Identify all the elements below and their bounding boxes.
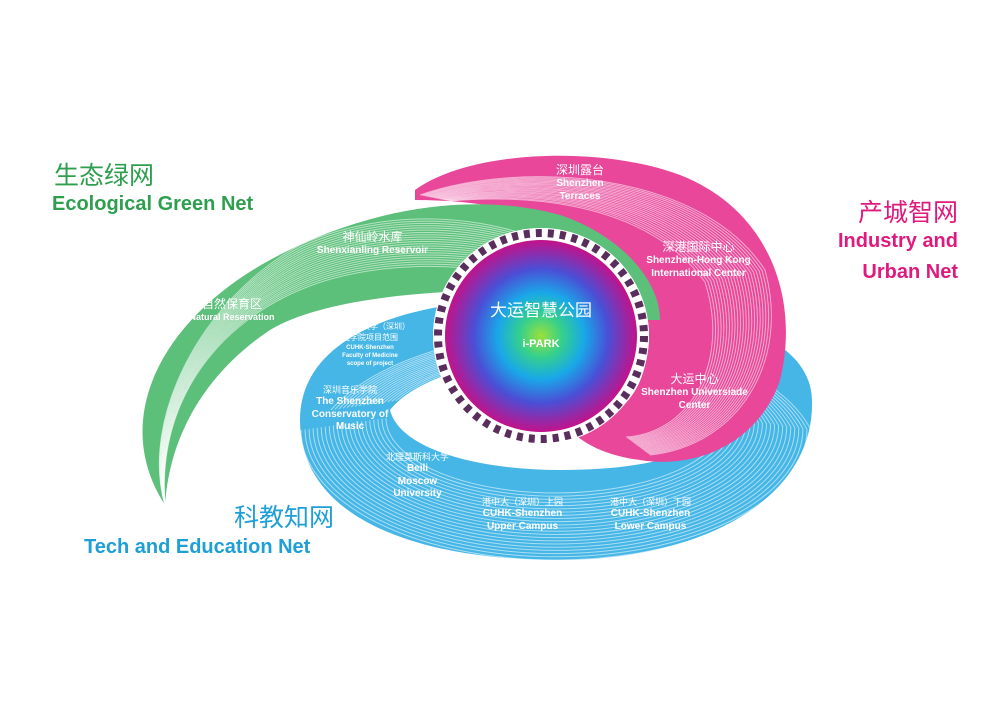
terraces-en-2: Terraces	[559, 190, 601, 202]
tech-net-cn-title: 科教知网	[234, 504, 335, 532]
cuhk-upper-en-1: CUHK-Shenzhen	[482, 508, 563, 520]
industry-band-stripe	[442, 193, 728, 442]
conservatory-en-2: Conservatory of	[311, 408, 389, 420]
shenxianling-en: Shenxianling Reservoir	[316, 245, 429, 256]
universiade-cn: 大运中心	[670, 372, 719, 386]
industry-net-cn-title: 产城智网	[858, 199, 959, 227]
cuhk-upper-cn: 港中大（深圳）上园	[481, 497, 563, 507]
industry-band-stripe	[447, 196, 719, 440]
industry-band-fill	[415, 155, 786, 462]
shenxianling-cn: 神仙岭水库	[342, 230, 403, 244]
industry-band-stripe	[445, 195, 722, 441]
conservatory-en-1: The Shenzhen	[316, 396, 384, 408]
conservatory-cn: 深圳音乐学院	[322, 385, 377, 395]
terraces-label: 深圳露台 Shenzhen Terraces	[540, 163, 620, 203]
natural-reservation-cn: 自然保育区	[201, 297, 262, 311]
cuhk-upper-label: 港中大（深圳）上园 CUHK-Shenzhen Upper Campus	[465, 497, 580, 533]
industry-band-stripe	[425, 180, 761, 453]
cuhk-medicine-en-1: CUHK-Shenzhen	[346, 344, 394, 351]
beili-en-2: Moscow	[397, 475, 438, 487]
ipark-cn-label: 大运智慧公园	[490, 301, 592, 320]
terraces-en-1: Shenzhen	[556, 178, 604, 189]
industry-band-stripe	[422, 178, 767, 454]
tech-net-en-title: Tech and Education Net	[84, 536, 311, 558]
conservatory-label: 深圳音乐学院 The Shenzhen Conservatory of Musi…	[290, 385, 410, 434]
industry-net-en-title-1: Industry and	[837, 230, 958, 252]
hk-center-en-1: Shenzhen-Hong Kong	[646, 255, 751, 266]
shenxianling-label: 神仙岭水库 Shenxianling Reservoir	[300, 230, 445, 258]
beili-en-3: University	[393, 488, 442, 500]
universiade-en-2: Center	[678, 399, 711, 411]
hk-center-cn: 深港国际中心	[662, 240, 735, 254]
industry-band-stripe	[419, 176, 772, 456]
cuhk-lower-en-2: Lower Campus	[614, 520, 687, 532]
industry-net-en-title-2: Urban Net	[862, 261, 958, 283]
industry-band-stripe	[438, 190, 736, 445]
cuhk-upper-en-2: Upper Campus	[486, 520, 559, 532]
conservatory-en-3: Music	[335, 421, 365, 433]
industry-band-stripe	[434, 187, 744, 447]
industry-band-stripe	[421, 177, 770, 455]
ipark-en-label: i-PARK	[522, 338, 560, 350]
beili-label: 北理莫斯科大学 Beili Moscow University	[370, 452, 465, 501]
industry-band-stripe	[448, 197, 716, 439]
beili-cn: 北理莫斯科大学	[385, 452, 449, 462]
natural-reservation-label: 自然保育区 Natural Reservation	[172, 297, 292, 323]
cuhk-medicine-label: 香港中文大学（深圳） 医学院项目范围 CUHK-Shenzhen Faculty…	[325, 322, 415, 368]
industry-band-stripe	[431, 185, 750, 449]
cuhk-medicine-cn-1: 香港中文大学（深圳）	[330, 322, 410, 331]
cuhk-medicine-en-3: scope of project	[346, 360, 394, 367]
hk-center-label: 深港国际中心 Shenzhen-Hong Kong International …	[626, 240, 771, 280]
industry-band-stripe	[449, 198, 714, 438]
universiade-label: 大运中心 Shenzhen Universiade Center	[622, 372, 767, 412]
industry-band-stripe	[424, 179, 764, 453]
green-net-en-title: Ecological Green Net	[52, 193, 254, 215]
industry-band-stripe	[429, 183, 753, 450]
ipark-core-dashes	[434, 229, 648, 443]
industry-band-stripe	[435, 188, 742, 447]
hk-center-en-2: International Center	[651, 267, 746, 279]
terraces-cn: 深圳露台	[555, 163, 604, 177]
industry-band-stripe	[441, 192, 730, 443]
cuhk-medicine-en-2: Faculty of Medicine	[342, 352, 398, 359]
cuhk-lower-en-1: CUHK-Shenzhen	[610, 508, 691, 520]
green-net-cn-title: 生态绿网	[54, 162, 155, 190]
universiade-en-1: Shenzhen Universiade	[641, 387, 748, 398]
industry-band-stripe	[439, 191, 733, 444]
industry-band-stripe	[432, 186, 747, 448]
industry-band-stripe	[444, 194, 725, 441]
industry-band-stripe	[437, 189, 739, 446]
industry-band-stripe	[426, 181, 758, 452]
cuhk-medicine-cn-2: 医学院项目范围	[342, 332, 398, 342]
natural-reservation-en: Natural Reservation	[189, 312, 275, 322]
industry-urban-band	[415, 155, 786, 462]
cuhk-lower-label: 港中大（深圳）下园 CUHK-Shenzhen Lower Campus	[593, 497, 708, 533]
beili-en-1: Beili	[406, 463, 429, 475]
industry-band-stripe	[428, 182, 756, 451]
ipark-core[interactable]	[445, 240, 637, 432]
cuhk-lower-cn: 港中大（深圳）下园	[609, 497, 691, 507]
